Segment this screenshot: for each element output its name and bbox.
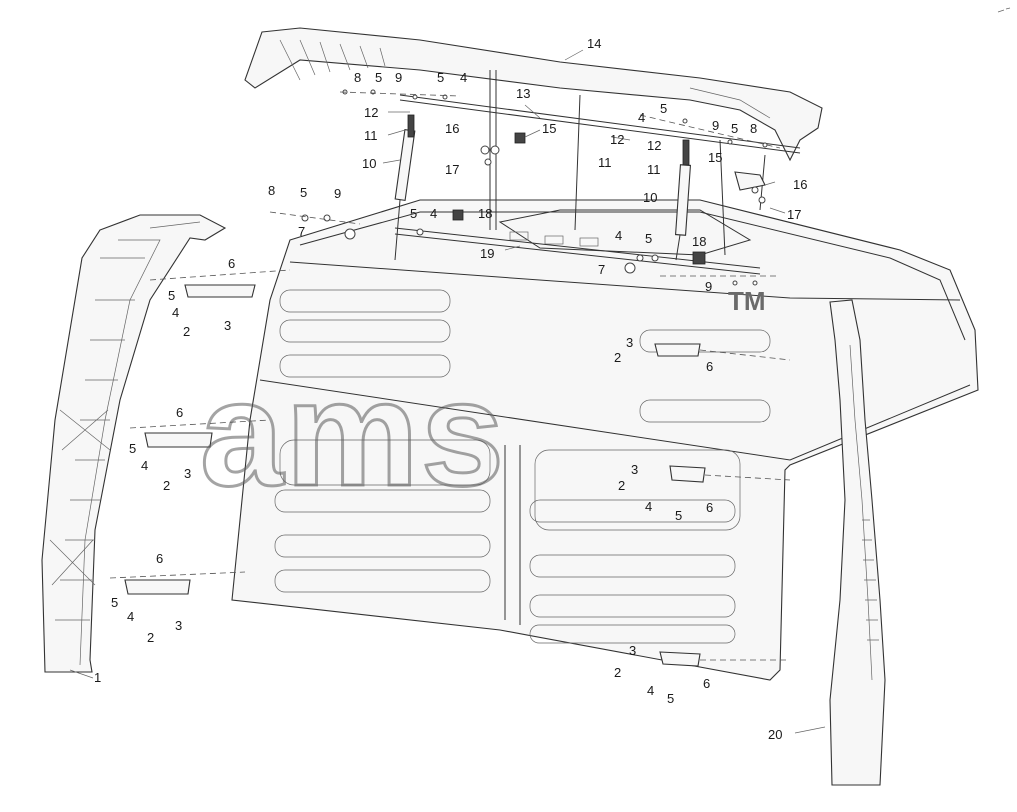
callout-8: 8 [268, 183, 275, 198]
leader-lines [69, 49, 826, 734]
callout-4: 4 [638, 110, 645, 125]
callout-4: 4 [430, 206, 437, 221]
roof-hatch [498, 209, 752, 256]
callout-4: 4 [645, 499, 652, 514]
fasteners [301, 89, 768, 286]
callout-3: 3 [224, 318, 231, 333]
callout-11: 11 [598, 155, 612, 170]
callout-5: 5 [667, 691, 674, 706]
callout-14: 14 [587, 36, 601, 51]
callout-5: 5 [129, 441, 136, 456]
guide-lines [109, 91, 791, 661]
callout-5: 5 [645, 231, 652, 246]
callout-6: 6 [176, 405, 183, 420]
callout-4: 4 [141, 458, 148, 473]
left-side-deflector [41, 214, 227, 673]
callout-12: 12 [647, 138, 661, 153]
callout-18: 18 [692, 234, 706, 249]
callout-5: 5 [375, 70, 382, 85]
callout-11: 11 [647, 162, 661, 177]
callout-2: 2 [183, 324, 190, 339]
callout-17: 17 [787, 207, 801, 222]
handle-1 [184, 284, 256, 298]
callout-12: 12 [610, 132, 624, 147]
right-side-deflector [829, 299, 886, 786]
panel-ribs [274, 289, 771, 644]
callout-15: 15 [708, 150, 722, 165]
callout-10: 10 [643, 190, 657, 205]
watermark-text: ams [200, 349, 506, 517]
callout-11: 11 [364, 128, 378, 143]
watermark-trademark: TM [728, 286, 766, 316]
callout-9: 9 [705, 279, 712, 294]
callout-8: 8 [750, 121, 757, 136]
cab-rear-panel [231, 199, 979, 681]
callout-16: 16 [793, 177, 807, 192]
callout-12: 12 [364, 105, 378, 120]
callout-5: 5 [410, 206, 417, 221]
callout-6: 6 [706, 500, 713, 515]
gas-strut-left [394, 114, 416, 261]
callout-9: 9 [712, 118, 719, 133]
callout-2: 2 [614, 350, 621, 365]
handle-3 [124, 579, 191, 595]
callout-15: 15 [542, 121, 556, 136]
callout-2: 2 [614, 665, 621, 680]
callout-7: 7 [298, 224, 305, 239]
callout-5: 5 [731, 121, 738, 136]
callout-20: 20 [768, 727, 782, 742]
callout-3: 3 [175, 618, 182, 633]
callout-7: 7 [598, 262, 605, 277]
callout-3: 3 [631, 462, 638, 477]
callout-3: 3 [629, 643, 636, 658]
callout-2: 2 [163, 478, 170, 493]
handle-4 [654, 343, 701, 357]
callout-3: 3 [184, 466, 191, 481]
support-bar [394, 94, 801, 275]
callout-labels: 14 8 5 9 5 4 13 12 11 10 16 15 17 12 11 … [94, 36, 807, 742]
callout-1: 1 [94, 670, 101, 685]
callout-6: 6 [706, 359, 713, 374]
callout-16: 16 [445, 121, 459, 136]
callout-17: 17 [445, 162, 459, 177]
callout-2: 2 [618, 478, 625, 493]
callout-8: 8 [354, 70, 361, 85]
callout-4: 4 [647, 683, 654, 698]
callout-6: 6 [703, 676, 710, 691]
callout-5: 5 [300, 185, 307, 200]
callout-4: 4 [615, 228, 622, 243]
callout-9: 9 [334, 186, 341, 201]
handle-2 [144, 432, 213, 448]
callout-5: 5 [168, 288, 175, 303]
gas-strut-right [674, 139, 692, 261]
callout-5: 5 [660, 101, 667, 116]
callout-9: 9 [395, 70, 402, 85]
hinge-bracket-left [480, 132, 526, 166]
callout-13: 13 [516, 86, 530, 101]
handle-5 [669, 465, 706, 483]
callout-6: 6 [156, 551, 163, 566]
callout-2: 2 [147, 630, 154, 645]
callout-5: 5 [675, 508, 682, 523]
watermark: ams TM [199, 286, 766, 519]
handle-6 [659, 651, 701, 667]
hinge-bracket-right [734, 171, 766, 204]
callout-6: 6 [228, 256, 235, 271]
roof-spoiler [244, 27, 823, 162]
callout-4: 4 [172, 305, 179, 320]
callout-18: 18 [478, 206, 492, 221]
callout-10: 10 [362, 156, 376, 171]
callout-5: 5 [437, 70, 444, 85]
callout-4: 4 [127, 609, 134, 624]
callout-19: 19 [480, 246, 494, 261]
callout-4: 4 [460, 70, 467, 85]
callout-3: 3 [626, 335, 633, 350]
callout-5: 5 [111, 595, 118, 610]
corner-mark [997, 7, 1011, 13]
